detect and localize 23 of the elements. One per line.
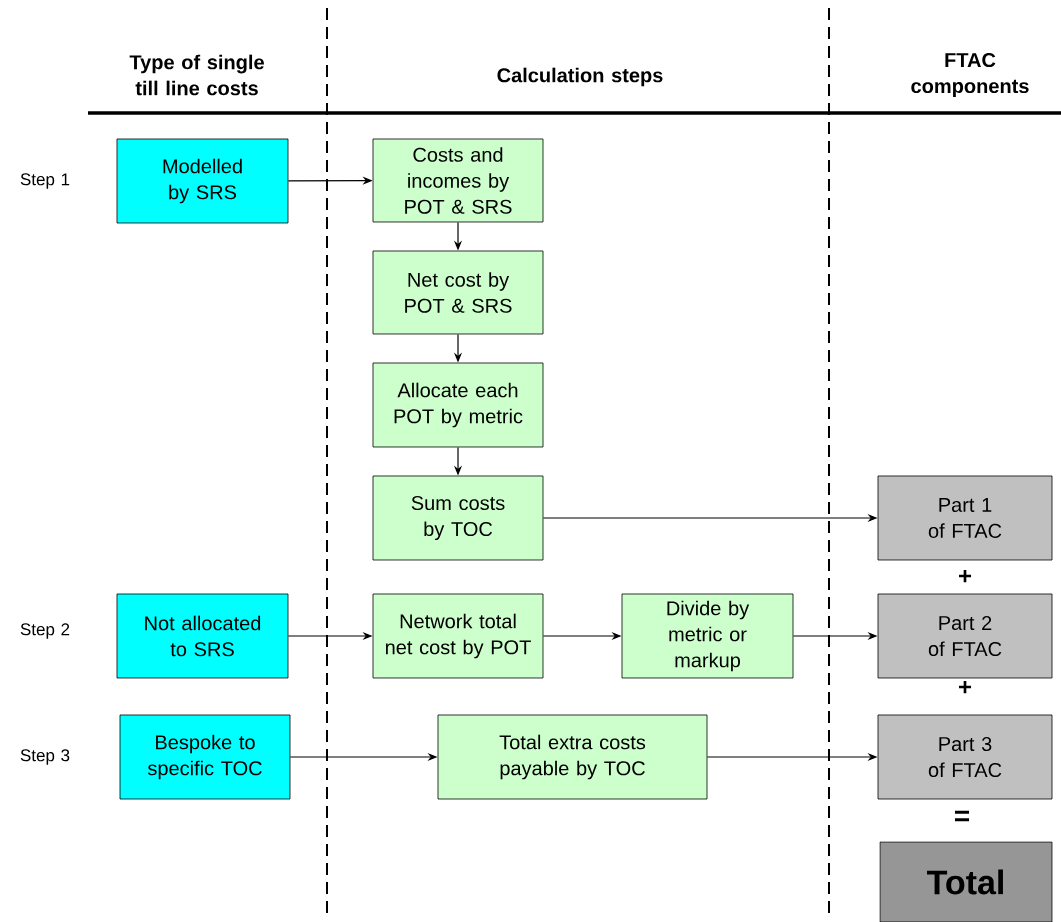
component-box: Part 2 of FTAC: [877, 593, 1053, 679]
process-box: Sum costs by TOC: [372, 475, 544, 561]
process-box: Total extra costs payable by TOC: [437, 714, 708, 800]
column-header: Type of single till line costs: [129, 54, 264, 96]
cost-type-box: Not allocated to SRS: [116, 593, 289, 679]
column-header: FTAC components: [911, 52, 1029, 98]
component-box: Part 1 of FTAC: [877, 475, 1053, 561]
process-box: Costs and incomes by POT & SRS: [372, 138, 544, 223]
row-label: Step 2: [20, 623, 70, 639]
row-label: Step 3: [20, 749, 70, 765]
plus-sign: +: [959, 680, 972, 694]
plus-sign: +: [959, 569, 972, 583]
cost-type-box: Modelled by SRS: [116, 138, 289, 224]
component-box: Part 3 of FTAC: [877, 714, 1053, 800]
column-header: Calculation steps: [497, 67, 663, 87]
process-box: Net cost by POT & SRS: [372, 250, 544, 335]
process-box: Divide by metric or markup: [621, 593, 794, 679]
process-box: Allocate each POT by metric: [372, 362, 544, 448]
total-box: Total: [879, 841, 1053, 922]
process-box: Network total net cost by POT: [372, 593, 544, 679]
row-label: Step 1: [20, 173, 70, 189]
cost-type-box: Bespoke to specific TOC: [119, 714, 291, 800]
equals-sign: =: [955, 810, 970, 822]
